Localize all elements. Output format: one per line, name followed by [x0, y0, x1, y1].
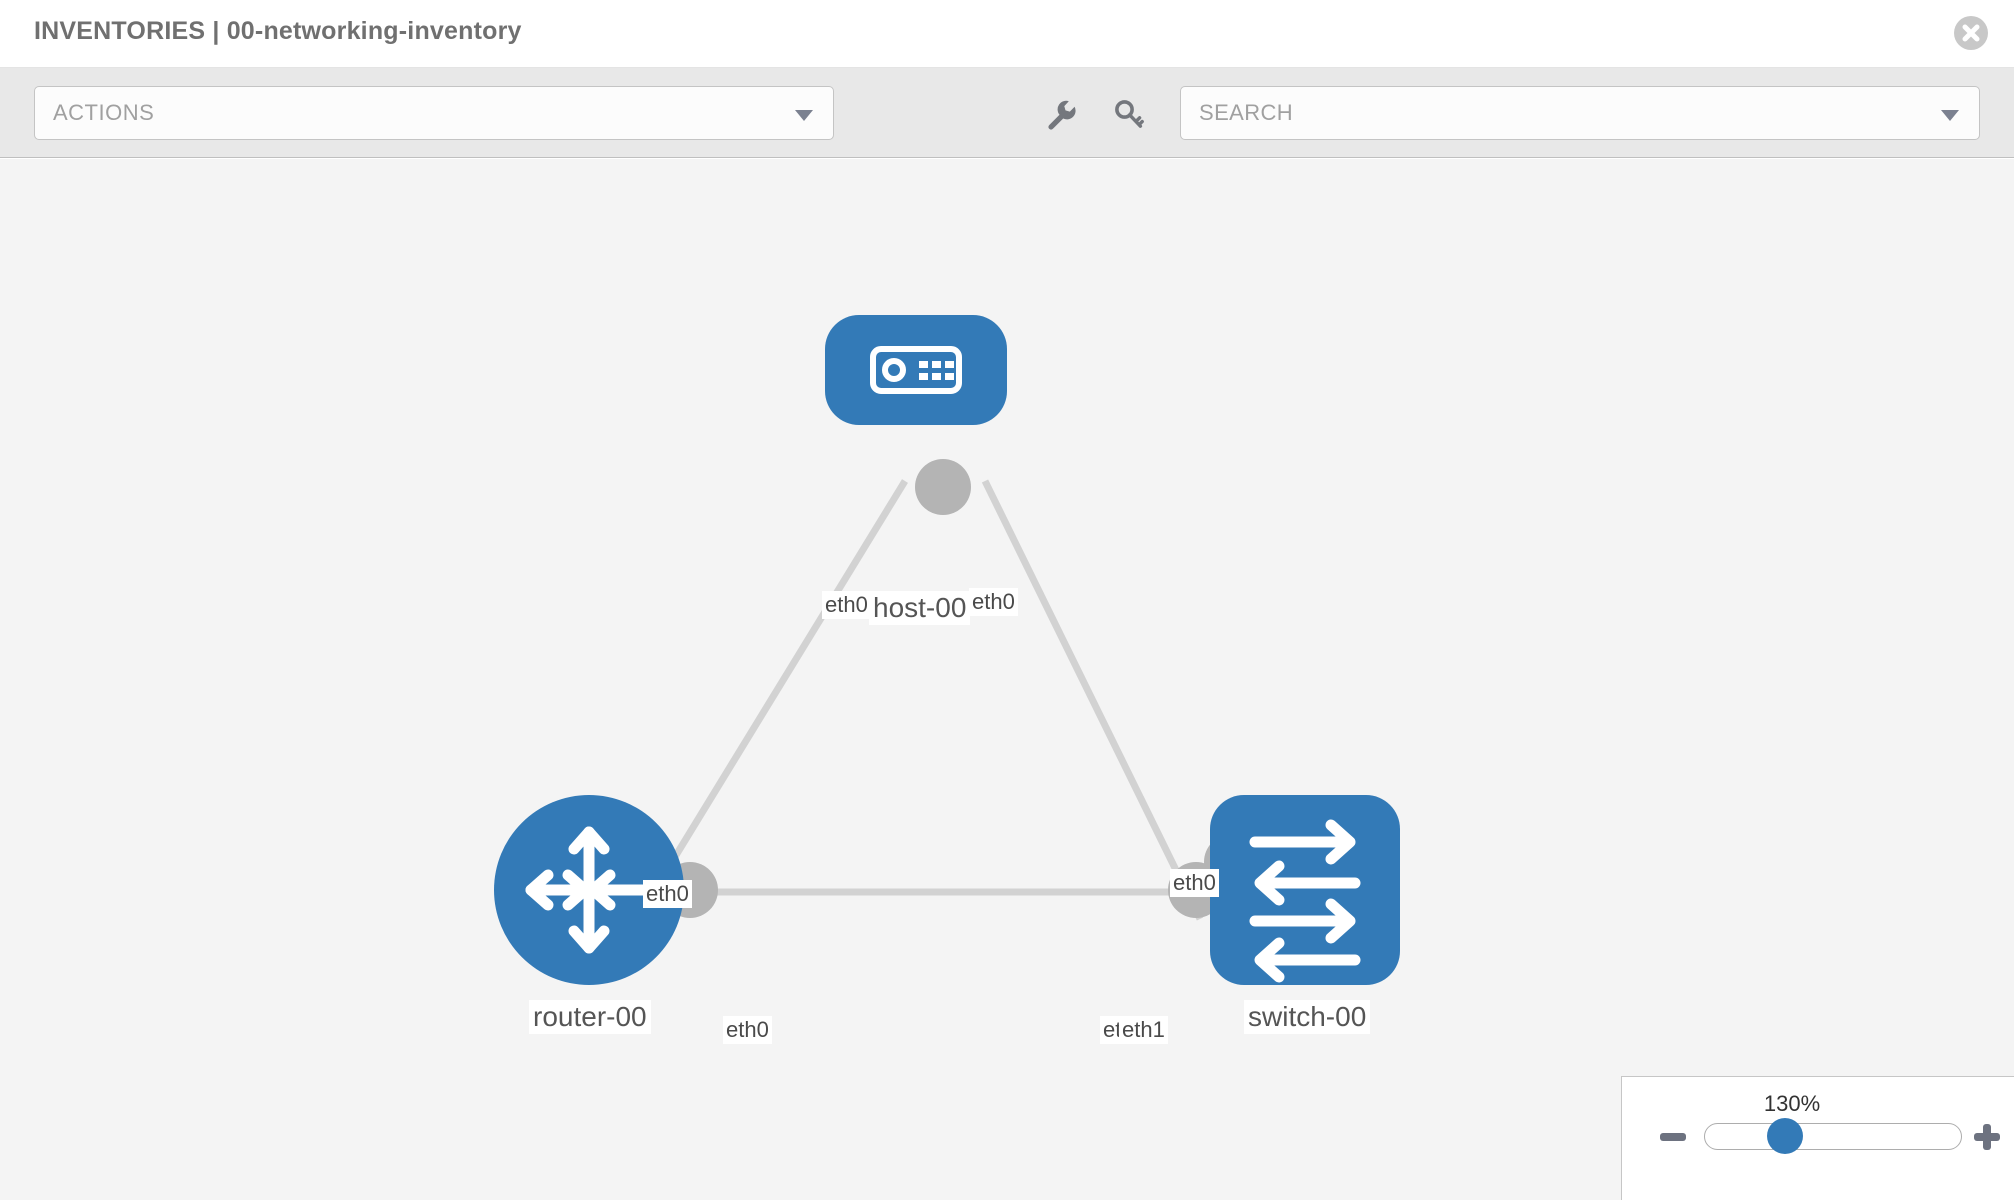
actions-dropdown-label: ACTIONS	[53, 100, 155, 125]
minus-icon[interactable]	[1660, 1133, 1686, 1141]
page-title: INVENTORIES | 00-networking-inventory	[34, 17, 522, 45]
edge-label-router-switch-tgt-b: eth1	[1119, 1016, 1168, 1044]
zoom-control-panel: 130%	[1621, 1076, 2014, 1200]
actions-dropdown[interactable]: ACTIONS	[34, 86, 834, 140]
topology-connectors	[662, 459, 1260, 918]
plus-icon[interactable]	[1974, 1124, 2000, 1150]
host-node-shape	[825, 315, 1007, 425]
topology-graph	[494, 315, 1400, 985]
page-header: INVENTORIES | 00-networking-inventory	[0, 0, 2014, 68]
topology-canvas[interactable]: eth0 eth0 eth0 eth0 eth0 eth eth1 host-0…	[0, 159, 2014, 1200]
node-label-host-00: host-00	[869, 591, 971, 625]
node-router-00	[494, 795, 684, 985]
connector-knob	[915, 459, 971, 515]
edge-label-switch-host: eth0	[1170, 869, 1219, 897]
toolbar: ACTIONS	[0, 68, 2014, 158]
topology-links	[634, 479, 1210, 921]
wrench-icon[interactable]	[1042, 96, 1080, 134]
node-switch-00	[1210, 795, 1400, 985]
edge-label-router-switch-src: eth0	[723, 1016, 772, 1044]
edge-label-host-switch-src: eth0	[969, 588, 1018, 616]
link-host-router	[634, 479, 908, 921]
search-input[interactable]	[1181, 87, 1921, 139]
node-label-router-00: router-00	[529, 1000, 651, 1034]
chevron-down-icon	[795, 110, 813, 121]
edge-label-host-router-src: eth0	[822, 591, 871, 619]
server-icon	[870, 346, 962, 394]
key-icon[interactable]	[1110, 96, 1148, 134]
node-host-00	[825, 315, 1007, 425]
edge-label-router-host: eth0	[643, 880, 692, 908]
close-icon[interactable]	[1954, 16, 1988, 50]
zoom-slider-thumb[interactable]	[1767, 1118, 1803, 1154]
zoom-slider-track[interactable]	[1704, 1123, 1962, 1150]
router-arrows-icon	[525, 826, 653, 954]
switch-arrows-icon	[1249, 819, 1361, 983]
node-label-switch-00: switch-00	[1244, 1000, 1371, 1034]
link-host-switch	[981, 479, 1204, 921]
chevron-down-icon[interactable]	[1941, 110, 1959, 121]
zoom-percent-label: 130%	[1763, 1091, 1821, 1116]
search-box[interactable]	[1180, 86, 1980, 140]
